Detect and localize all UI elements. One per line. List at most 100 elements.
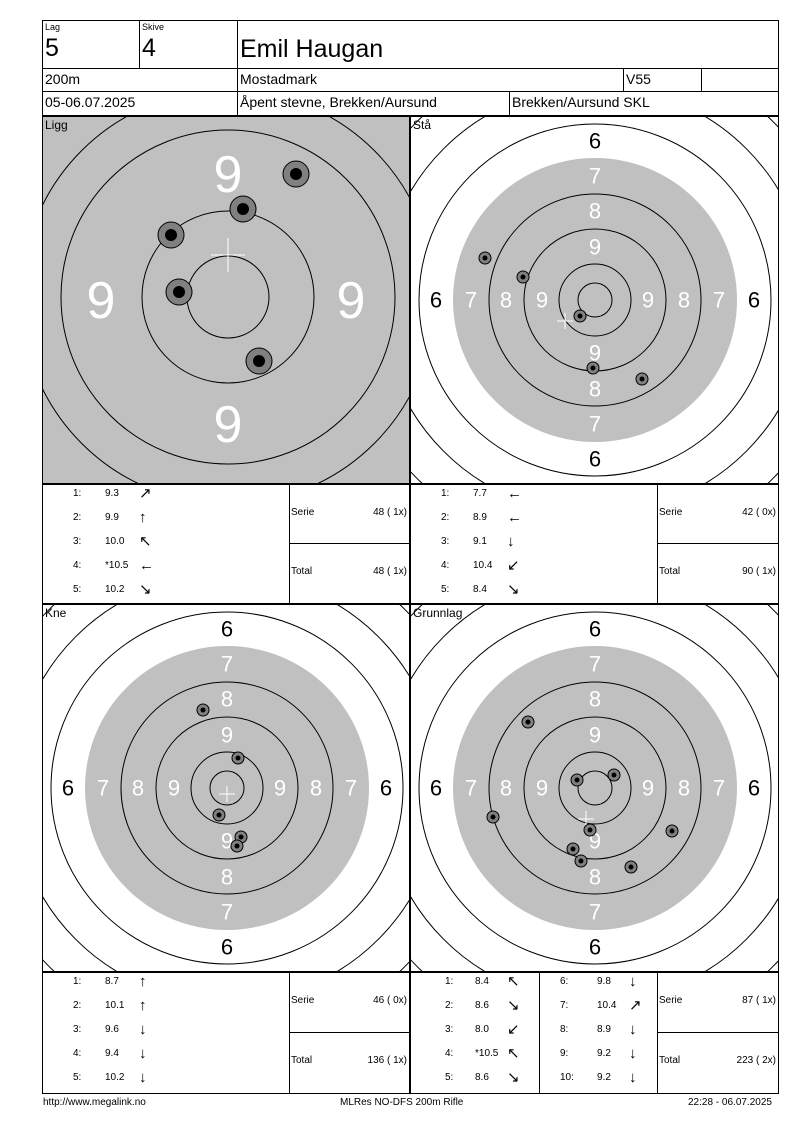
- ring-label: 8: [589, 377, 601, 402]
- shot-number: 8:: [560, 1024, 569, 1035]
- lag-label: Lag: [45, 22, 61, 32]
- shot-number: 1:: [73, 488, 82, 499]
- serie-label: Serie: [659, 995, 683, 1006]
- shot-value: 8.7: [105, 976, 119, 987]
- ring-label: 7: [713, 288, 725, 313]
- ring-label: 9: [274, 776, 286, 801]
- shot-value: 10.1: [105, 1000, 125, 1011]
- shot-hole-center: [200, 707, 206, 713]
- serie-label: Serie: [659, 507, 683, 518]
- ring-label: 6: [430, 288, 442, 313]
- total-value: 90 ( 1x): [742, 566, 776, 577]
- shot-number: 4:: [73, 560, 82, 571]
- shot-direction-arrow-icon: ↓: [629, 1021, 637, 1038]
- shot-number: 2:: [441, 512, 450, 523]
- ring: [60, 129, 396, 465]
- ring-label: 9: [536, 776, 548, 801]
- shot-number: 10:: [560, 1072, 574, 1083]
- ring-label: 7: [221, 652, 233, 677]
- ring-label: 6: [589, 617, 601, 642]
- ring-label: 7: [589, 652, 601, 677]
- ring-label: 8: [221, 865, 233, 890]
- shot-value: 10.0: [105, 536, 125, 547]
- shot-number: 4:: [445, 1048, 454, 1059]
- shot-number: 1:: [441, 488, 450, 499]
- shot-hole-center: [216, 812, 222, 818]
- ring-label: 9: [589, 235, 601, 260]
- shot-value: 8.9: [473, 512, 487, 523]
- ring-label: 8: [132, 776, 144, 801]
- shot-value: 8.4: [473, 584, 487, 595]
- class-empty-cell: [702, 69, 779, 92]
- shot-number: 3:: [441, 536, 450, 547]
- shot-value: 8.4: [475, 976, 489, 987]
- ring: [418, 611, 772, 965]
- shot-hole-center: [490, 814, 496, 820]
- shot-hole-center: [574, 777, 580, 783]
- ring-label: 6: [221, 617, 233, 642]
- shot-hole-center: [290, 168, 302, 180]
- shot-hole-center: [238, 834, 244, 840]
- ring: [558, 751, 632, 825]
- ring-label: 7: [589, 412, 601, 437]
- ring-label: 8: [500, 776, 512, 801]
- shot-direction-arrow-icon: ↘: [139, 581, 152, 598]
- ring: [120, 681, 334, 895]
- ring-label: 7: [465, 288, 477, 313]
- shot-hole-center: [237, 203, 249, 215]
- total-value: 223 ( 2x): [736, 1055, 776, 1066]
- shot-hole-center: [639, 376, 645, 382]
- class: V55: [624, 69, 702, 92]
- shot-value: 7.7: [473, 488, 487, 499]
- ring-label: 9: [642, 776, 654, 801]
- shot-direction-arrow-icon: ↓: [629, 973, 637, 990]
- footer-timestamp: 22:28 - 06.07.2025: [688, 1097, 772, 1108]
- name-cell: Emil Haugan: [238, 21, 779, 69]
- ring: [488, 193, 702, 407]
- shot-direction-arrow-icon: ↓: [139, 1045, 147, 1062]
- shot-direction-arrow-icon: ↖: [507, 1045, 520, 1062]
- target-label-kne: Kne: [45, 606, 67, 620]
- shot-number: 4:: [441, 560, 450, 571]
- ring-label: 7: [713, 776, 725, 801]
- shot-direction-arrow-icon: ↓: [507, 533, 515, 550]
- footer-url[interactable]: http://www.megalink.no: [43, 1097, 146, 1108]
- shot-value: 10.2: [105, 584, 125, 595]
- ring-label: 9: [214, 146, 243, 204]
- ring-label: 6: [589, 935, 601, 960]
- ring-label: 9: [221, 723, 233, 748]
- date: 05-06.07.2025: [43, 92, 238, 115]
- shot-direction-arrow-icon: ↘: [507, 997, 520, 1014]
- ring-label: 6: [430, 776, 442, 801]
- ring: [523, 716, 667, 860]
- ring-label: 6: [748, 288, 760, 313]
- shot-value: *10.5: [105, 560, 129, 571]
- ring-label: 7: [589, 900, 601, 925]
- ring: [488, 681, 702, 895]
- serie-value: 48 ( 1x): [373, 507, 407, 518]
- skive-value: 4: [142, 34, 156, 62]
- shot-direction-arrow-icon: ↙: [507, 557, 520, 574]
- event: Åpent stevne, Brekken/Aursund: [238, 92, 510, 115]
- total-value: 136 ( 1x): [367, 1055, 407, 1066]
- serie-label: Serie: [291, 995, 315, 1006]
- total-label: Total: [659, 566, 681, 577]
- column-divider: [539, 973, 540, 1093]
- ring: [577, 770, 613, 806]
- target-label-ligg: Ligg: [45, 118, 68, 132]
- shot-number: 2:: [73, 512, 82, 523]
- ring: [577, 282, 613, 318]
- target-background: [43, 117, 409, 483]
- shot-value: 8.0: [475, 1024, 489, 1035]
- ring-label: 8: [678, 288, 690, 313]
- ring-label: 7: [465, 776, 477, 801]
- footer-system: MLRes NO-DFS 200m Rifle: [340, 1097, 464, 1108]
- shot-value: 9.6: [105, 1024, 119, 1035]
